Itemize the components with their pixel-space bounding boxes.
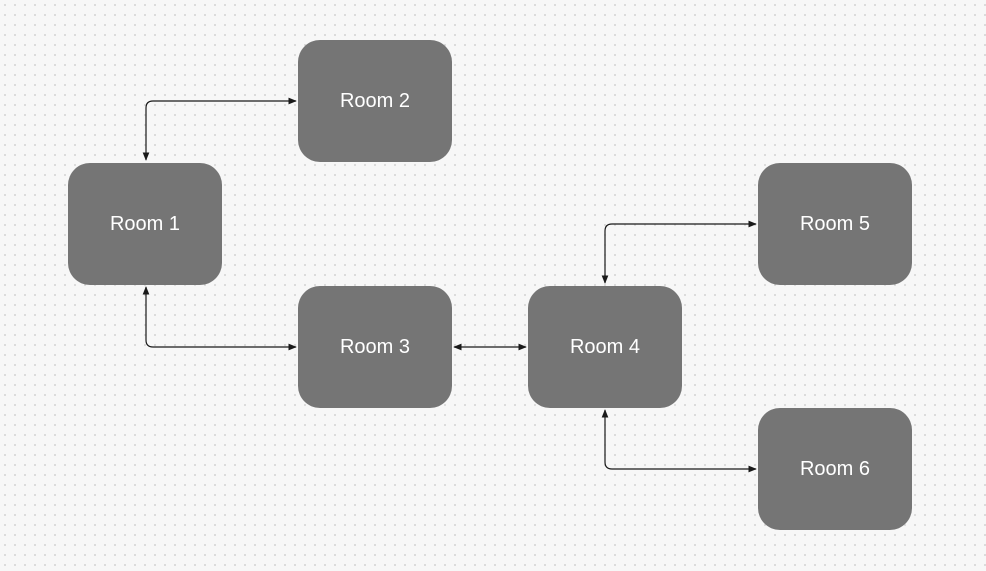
room-node[interactable]: Room 6 <box>758 408 912 530</box>
room-label: Room 5 <box>799 212 871 235</box>
edge-room1-room2[interactable] <box>142 97 297 161</box>
room-node[interactable]: Room 4 <box>528 286 682 408</box>
room-node[interactable]: Room 3 <box>298 286 452 408</box>
edge-room4-room6[interactable] <box>601 409 757 473</box>
edge-room1-room3[interactable] <box>142 286 297 351</box>
edge-room4-room5[interactable] <box>601 220 757 284</box>
room-label: Room 2 <box>339 89 411 112</box>
room-label: Room 1 <box>109 212 181 235</box>
room-node[interactable]: Room 5 <box>758 163 912 285</box>
room-label: Room 6 <box>799 457 871 480</box>
room-node[interactable]: Room 1 <box>68 163 222 285</box>
room-label: Room 3 <box>339 335 411 358</box>
room-node[interactable]: Room 2 <box>298 40 452 162</box>
room-label: Room 4 <box>569 335 641 358</box>
